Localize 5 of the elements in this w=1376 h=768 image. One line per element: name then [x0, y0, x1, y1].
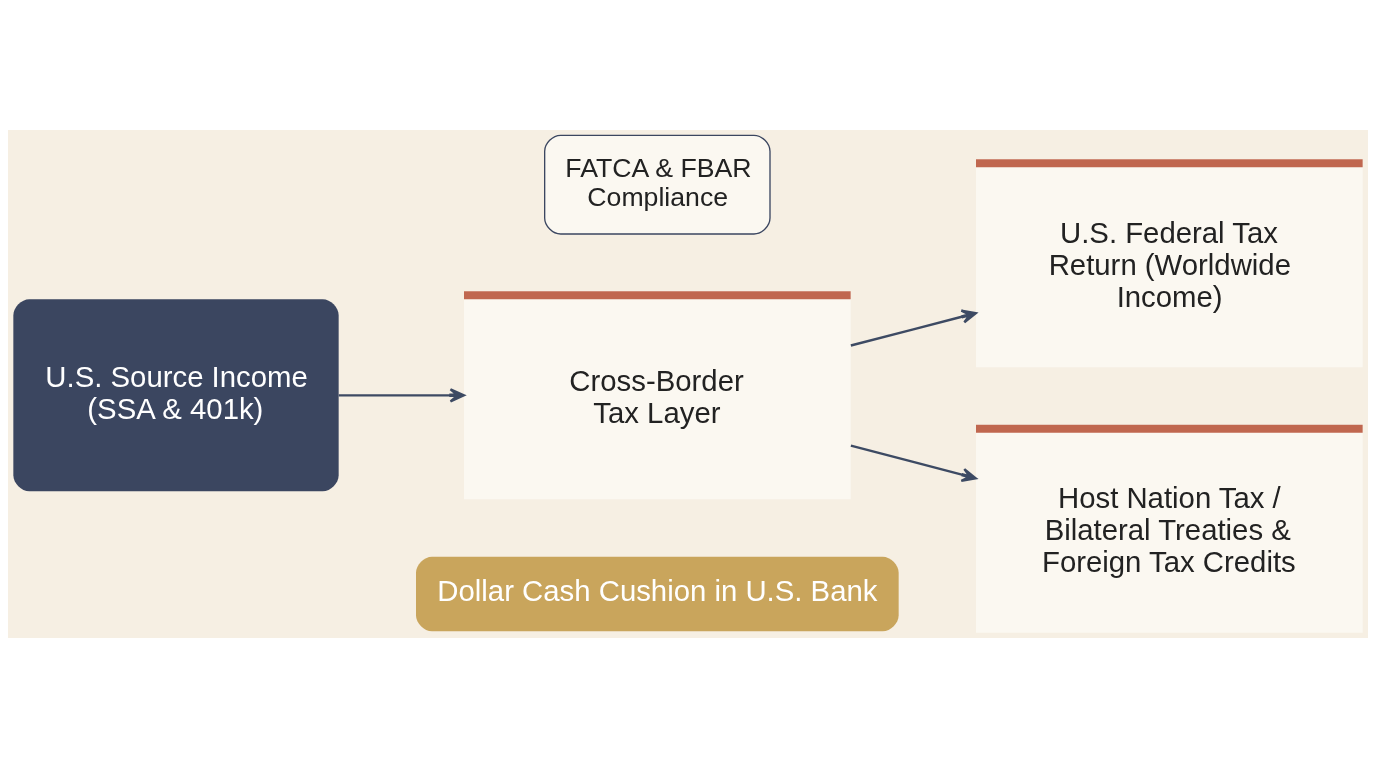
arrow	[850, 309, 977, 347]
arrow	[338, 388, 466, 403]
node-box: U.S. Source Income (SSA & 401k)	[13, 299, 339, 492]
node-box: Dollar Cash Cushion in U.S. Bank	[416, 556, 899, 632]
arrow	[850, 444, 977, 482]
